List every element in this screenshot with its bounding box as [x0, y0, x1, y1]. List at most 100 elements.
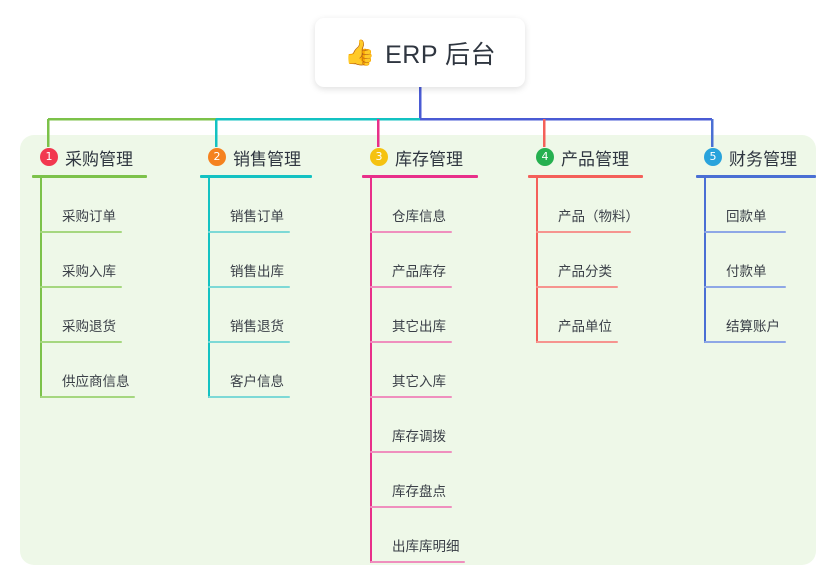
branch-header-2[interactable]: 2 销售管理 [200, 145, 312, 169]
leaf-item-underline [208, 286, 290, 288]
root-node-title: ERP 后台 [385, 40, 497, 69]
leaf-item[interactable]: 客户信息 [200, 343, 312, 398]
leaf-item-label: 客户信息 [230, 374, 284, 389]
leaf-item[interactable]: 库存盘点 [362, 453, 478, 508]
leaf-item-label: 销售退货 [230, 319, 284, 334]
leaf-item-underline [704, 286, 786, 288]
branch-items-2: 销售订单销售出库销售退货客户信息 [200, 178, 312, 398]
leaf-item-underline [40, 231, 122, 233]
branches-background-panel [20, 135, 816, 565]
leaf-item-label: 销售订单 [230, 209, 284, 224]
thumbs-up-icon: 👍 [343, 38, 376, 67]
leaf-item[interactable]: 产品（物料） [528, 178, 643, 233]
leaf-item[interactable]: 销售退货 [200, 288, 312, 343]
leaf-item-label: 销售出库 [230, 264, 284, 279]
leaf-item-label: 产品（物料） [558, 209, 639, 224]
leaf-item[interactable]: 结算账户 [696, 288, 816, 343]
leaf-item-label: 产品分类 [558, 264, 612, 279]
leaf-item-label: 其它出库 [392, 319, 446, 334]
branch-items-3: 仓库信息产品库存其它出库其它入库库存调拨库存盘点出库库明细 [362, 178, 478, 563]
leaf-item-label: 出库库明细 [392, 539, 460, 554]
leaf-item-underline [208, 341, 290, 343]
leaf-item-label: 回款单 [726, 209, 767, 224]
leaf-item-underline [370, 506, 452, 508]
leaf-item-label: 产品单位 [558, 319, 612, 334]
leaf-item-underline [370, 341, 452, 343]
leaf-item[interactable]: 产品分类 [528, 233, 643, 288]
branch-trunk-5 [704, 178, 706, 343]
leaf-item-underline [704, 341, 786, 343]
leaf-item[interactable]: 采购订单 [32, 178, 147, 233]
leaf-item-underline [536, 286, 618, 288]
branch-badge-1: 1 [40, 148, 58, 166]
leaf-item[interactable]: 销售订单 [200, 178, 312, 233]
leaf-item[interactable]: 出库库明细 [362, 508, 478, 563]
leaf-item[interactable]: 采购退货 [32, 288, 147, 343]
branch-underline-5 [696, 175, 816, 178]
branch-column-5: 5 财务管理回款单付款单结算账户 [696, 145, 816, 343]
leaf-item-underline [536, 231, 631, 233]
leaf-item-underline [208, 231, 290, 233]
leaf-item[interactable]: 其它出库 [362, 288, 478, 343]
leaf-item[interactable]: 仓库信息 [362, 178, 478, 233]
leaf-item-underline [40, 396, 135, 398]
branch-badge-5: 5 [704, 148, 722, 166]
branch-title-5: 财务管理 [729, 149, 797, 169]
branch-header-5[interactable]: 5 财务管理 [696, 145, 816, 169]
branch-underline-1 [32, 175, 147, 178]
branch-trunk-2 [208, 178, 210, 398]
leaf-item-label: 仓库信息 [392, 209, 446, 224]
branch-items-5: 回款单付款单结算账户 [696, 178, 816, 343]
branch-badge-4: 4 [536, 148, 554, 166]
root-node[interactable]: 👍 ERP 后台 [315, 18, 525, 87]
leaf-item-label: 采购订单 [62, 209, 116, 224]
leaf-item[interactable]: 产品库存 [362, 233, 478, 288]
leaf-item[interactable]: 回款单 [696, 178, 816, 233]
leaf-item-underline [370, 561, 465, 563]
branch-title-4: 产品管理 [561, 149, 629, 169]
branch-items-1: 采购订单采购入库采购退货供应商信息 [32, 178, 147, 398]
branch-column-2: 2 销售管理销售订单销售出库销售退货客户信息 [200, 145, 312, 398]
leaf-item-underline [208, 396, 290, 398]
branch-header-4[interactable]: 4 产品管理 [528, 145, 643, 169]
branch-trunk-1 [40, 178, 42, 398]
branch-title-2: 销售管理 [233, 149, 301, 169]
branch-badge-2: 2 [208, 148, 226, 166]
leaf-item[interactable]: 采购入库 [32, 233, 147, 288]
branch-header-1[interactable]: 1 采购管理 [32, 145, 147, 169]
branch-underline-2 [200, 175, 312, 178]
leaf-item-underline [370, 396, 452, 398]
leaf-item-label: 采购入库 [62, 264, 116, 279]
leaf-item-underline [370, 231, 452, 233]
branch-underline-3 [362, 175, 478, 178]
branch-title-1: 采购管理 [65, 149, 133, 169]
branch-title-3: 库存管理 [395, 149, 463, 169]
branch-trunk-4 [536, 178, 538, 343]
leaf-item-label: 其它入库 [392, 374, 446, 389]
leaf-item[interactable]: 库存调拨 [362, 398, 478, 453]
leaf-item-underline [40, 286, 122, 288]
leaf-item[interactable]: 供应商信息 [32, 343, 147, 398]
leaf-item-underline [704, 231, 786, 233]
branch-underline-4 [528, 175, 643, 178]
branch-column-1: 1 采购管理采购订单采购入库采购退货供应商信息 [32, 145, 147, 398]
leaf-item-label: 结算账户 [726, 319, 780, 334]
leaf-item[interactable]: 销售出库 [200, 233, 312, 288]
leaf-item[interactable]: 其它入库 [362, 343, 478, 398]
leaf-item-label: 库存盘点 [392, 484, 446, 499]
leaf-item[interactable]: 付款单 [696, 233, 816, 288]
leaf-item-underline [370, 451, 452, 453]
leaf-item-label: 采购退货 [62, 319, 116, 334]
leaf-item-label: 付款单 [726, 264, 767, 279]
leaf-item-underline [40, 341, 122, 343]
leaf-item-label: 库存调拨 [392, 429, 446, 444]
leaf-item-underline [370, 286, 452, 288]
leaf-item-label: 供应商信息 [62, 374, 130, 389]
branch-trunk-3 [370, 178, 372, 563]
leaf-item[interactable]: 产品单位 [528, 288, 643, 343]
branch-column-4: 4 产品管理产品（物料） 产品分类产品单位 [528, 145, 643, 343]
branch-items-4: 产品（物料） 产品分类产品单位 [528, 178, 643, 343]
